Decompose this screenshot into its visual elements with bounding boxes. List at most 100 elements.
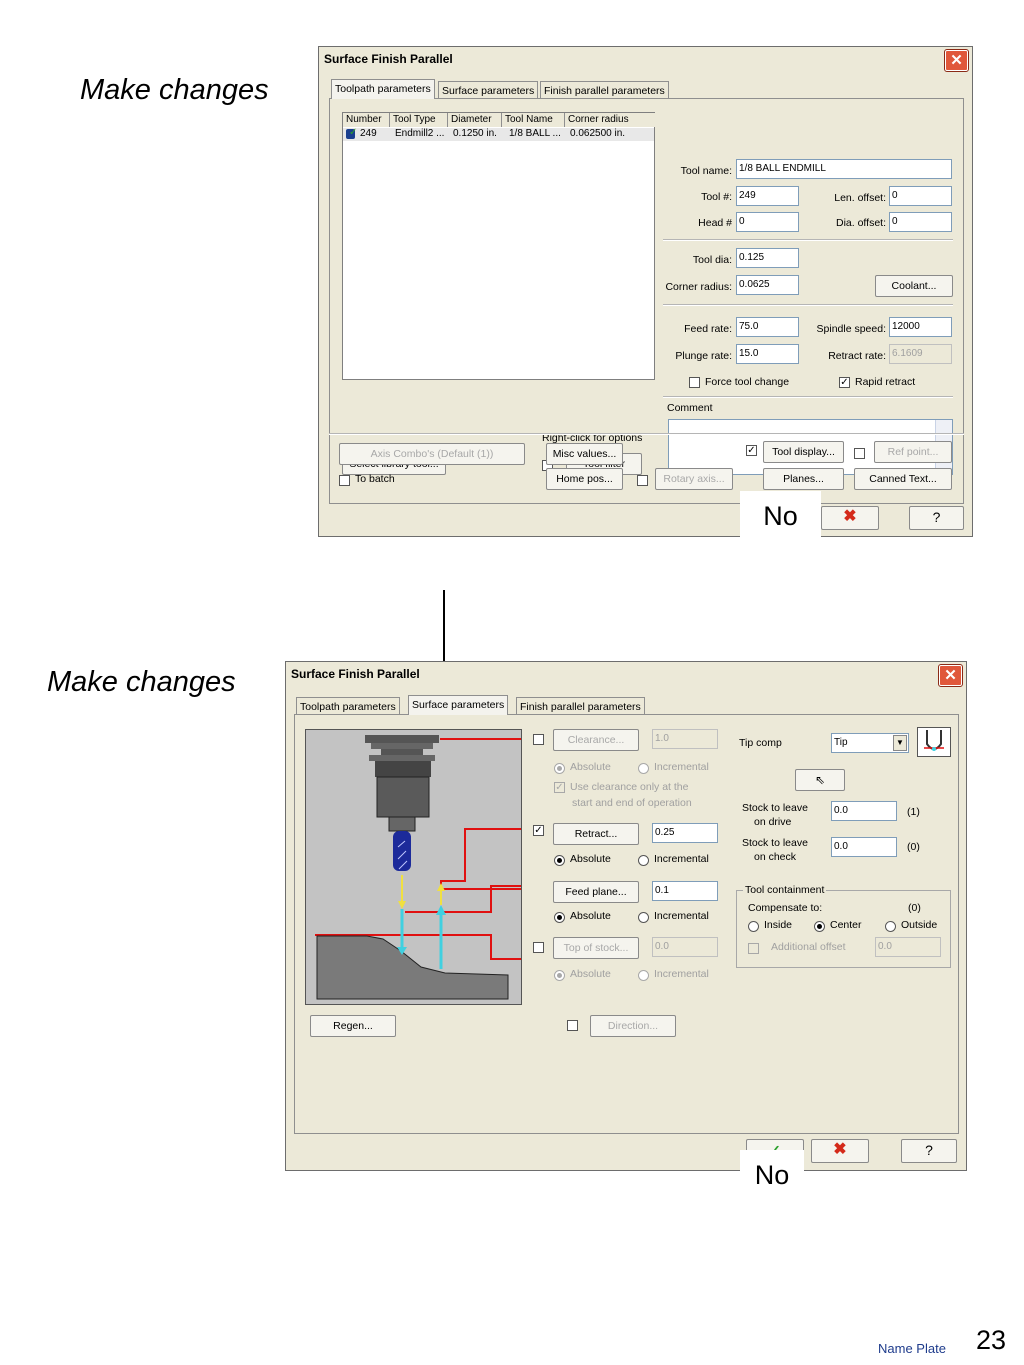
- tool-dia-field[interactable]: 0.125: [736, 248, 799, 268]
- len-offset-label: Len. offset:: [834, 192, 886, 204]
- direction-button: Direction...: [590, 1015, 676, 1037]
- feed-plane-absolute-radio[interactable]: [554, 912, 565, 923]
- rapid-retract-checkbox[interactable]: ✓: [839, 377, 850, 388]
- home-pos-button[interactable]: Home pos...: [546, 468, 623, 490]
- help-button[interactable]: ?: [901, 1139, 957, 1163]
- head-number-field[interactable]: 0: [736, 212, 799, 232]
- tab-toolpath-parameters[interactable]: Toolpath parameters: [331, 79, 435, 99]
- misc-values-button[interactable]: Misc values...: [546, 443, 623, 465]
- feed-plane-field[interactable]: 0.1: [652, 881, 718, 901]
- clearance-field: 1.0: [652, 729, 718, 749]
- top-of-stock-checkbox[interactable]: [533, 942, 544, 953]
- tool-name-label: Tool name:: [680, 165, 732, 177]
- name-plate: Name Plate: [878, 1341, 946, 1356]
- close-icon[interactable]: ✕: [938, 664, 963, 687]
- top-of-stock-incremental-label: Incremental: [654, 968, 709, 980]
- top-of-stock-incremental-radio: [638, 970, 649, 981]
- canned-text-button[interactable]: Canned Text...: [854, 468, 952, 490]
- center-label: Center: [830, 919, 862, 931]
- chevron-down-icon[interactable]: ▼: [893, 735, 907, 751]
- cancel-button[interactable]: ✖: [821, 506, 879, 530]
- compensate-to-label: Compensate to:: [748, 902, 823, 914]
- tab-surface-parameters[interactable]: Surface parameters: [408, 695, 509, 715]
- tool-display-button[interactable]: Tool display...: [763, 441, 844, 463]
- retract-absolute-radio[interactable]: [554, 855, 565, 866]
- cell-tool-name: 1/8 BALL ...: [509, 128, 561, 139]
- spindle-speed-field[interactable]: 12000: [889, 317, 952, 337]
- tab-finish-parallel-parameters[interactable]: Finish parallel parameters: [540, 81, 669, 99]
- corner-radius-label: Corner radius:: [665, 281, 732, 293]
- force-tool-change-checkbox[interactable]: [689, 377, 700, 388]
- planes-button[interactable]: Planes...: [763, 468, 844, 490]
- tool-containment-group: [736, 890, 951, 968]
- tab-toolpath-parameters[interactable]: Toolpath parameters: [296, 697, 400, 715]
- column-header[interactable]: Diameter: [448, 113, 502, 127]
- column-header[interactable]: Number: [343, 113, 390, 127]
- to-batch-label: To batch: [355, 473, 395, 485]
- retract-checkbox[interactable]: ✓: [533, 825, 544, 836]
- dialog-title: Surface Finish Parallel: [286, 662, 966, 686]
- coolant-button[interactable]: Coolant...: [875, 275, 953, 297]
- spindle-speed-label: Spindle speed:: [816, 323, 886, 335]
- clearance-button: Clearance...: [553, 729, 639, 751]
- top-of-stock-field: 0.0: [652, 937, 718, 957]
- feed-plane-button[interactable]: Feed plane...: [553, 881, 639, 903]
- close-icon[interactable]: ✕: [944, 49, 969, 72]
- stock-drive-field[interactable]: 0.0: [831, 801, 897, 821]
- no-overlay-top: No: [740, 491, 821, 541]
- stock-drive-label-2: on drive: [754, 816, 792, 828]
- caption-make-changes-bottom: Make changes: [47, 666, 236, 698]
- ref-point-button: Ref point...: [874, 441, 952, 463]
- len-offset-field[interactable]: 0: [889, 186, 952, 206]
- comment-label: Comment: [667, 402, 713, 414]
- plunge-rate-field[interactable]: 15.0: [736, 344, 799, 364]
- clearance-checkbox[interactable]: [533, 734, 544, 745]
- tip-comp-value: Tip: [834, 737, 848, 748]
- rotary-axis-checkbox[interactable]: [637, 475, 648, 486]
- outside-radio[interactable]: [885, 921, 896, 932]
- tool-name-field[interactable]: 1/8 BALL ENDMILL: [736, 159, 952, 179]
- clearance-absolute-label: Absolute: [570, 761, 611, 773]
- cancel-button[interactable]: ✖: [811, 1139, 869, 1163]
- column-header[interactable]: Tool Type: [390, 113, 448, 127]
- column-header[interactable]: Corner radius: [565, 113, 656, 127]
- regen-button[interactable]: Regen...: [310, 1015, 396, 1037]
- retract-field[interactable]: 0.25: [652, 823, 718, 843]
- ref-point-checkbox[interactable]: [854, 448, 865, 459]
- retract-incremental-radio[interactable]: [638, 855, 649, 866]
- surface-finish-dialog-toolpath: Surface Finish Parallel ✕ Toolpath param…: [318, 46, 973, 537]
- tool-list[interactable]: Number Tool Type Diameter Tool Name Corn…: [342, 112, 656, 380]
- surface-finish-dialog-surface: Surface Finish Parallel ✕ Toolpath param…: [285, 661, 967, 1171]
- feed-plane-absolute-label: Absolute: [570, 910, 611, 922]
- retract-button[interactable]: Retract...: [553, 823, 639, 845]
- help-button[interactable]: ?: [909, 506, 964, 530]
- caption-make-changes-top: Make changes: [80, 74, 269, 106]
- additional-offset-checkbox: [748, 943, 759, 954]
- top-of-stock-absolute-label: Absolute: [570, 968, 611, 980]
- cursor-pick-button[interactable]: ⇖: [795, 769, 845, 791]
- stock-check-label-2: on check: [754, 851, 797, 863]
- column-header[interactable]: Tool Name: [502, 113, 565, 127]
- tip-comp-select[interactable]: Tip ▼: [831, 733, 909, 753]
- table-row[interactable]: ✓ 249 Endmill2 ... 0.1250 in. 1/8 BALL .…: [343, 127, 654, 141]
- tab-panel: Number Tool Type Diameter Tool Name Corn…: [329, 98, 964, 504]
- to-batch-checkbox[interactable]: [339, 475, 350, 486]
- tool-display-checkbox[interactable]: ✓: [746, 445, 757, 456]
- tab-surface-parameters[interactable]: Surface parameters: [438, 81, 539, 99]
- center-radio[interactable]: [814, 921, 825, 932]
- stock-check-field[interactable]: 0.0: [831, 837, 897, 857]
- dia-offset-field[interactable]: 0: [889, 212, 952, 232]
- feed-rate-field[interactable]: 75.0: [736, 317, 799, 337]
- divider: [663, 304, 953, 306]
- clearance-absolute-radio: [554, 763, 565, 774]
- inside-radio[interactable]: [748, 921, 759, 932]
- dialog-title: Surface Finish Parallel: [319, 47, 972, 71]
- direction-checkbox[interactable]: [567, 1020, 578, 1031]
- tab-finish-parallel-parameters[interactable]: Finish parallel parameters: [516, 697, 645, 715]
- retract-absolute-label: Absolute: [570, 853, 611, 865]
- tool-number-field[interactable]: 249: [736, 186, 799, 206]
- corner-radius-field[interactable]: 0.0625: [736, 275, 799, 295]
- tool-containment-label: Tool containment: [743, 884, 827, 896]
- use-clearance-label-2: start and end of operation: [572, 797, 692, 809]
- feed-plane-incremental-radio[interactable]: [638, 912, 649, 923]
